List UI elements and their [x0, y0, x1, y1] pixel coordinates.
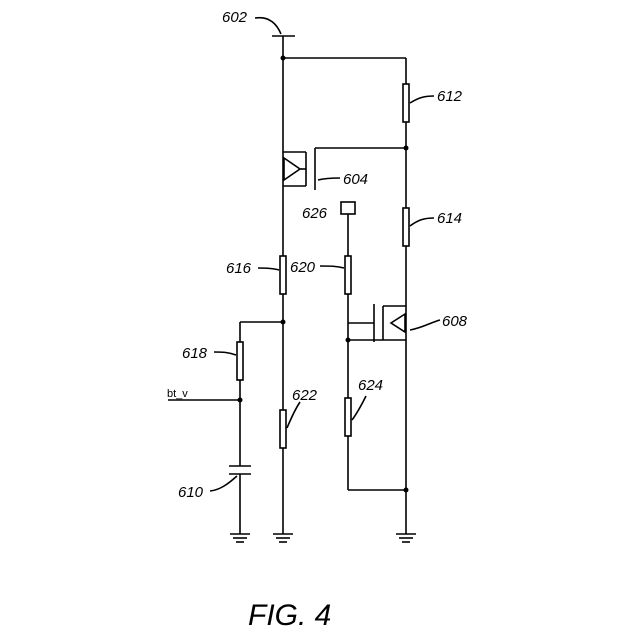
top-rail: [281, 56, 407, 153]
transistor-608: [348, 304, 440, 342]
ground-symbol-left: [230, 534, 250, 542]
resistor-624: [345, 396, 366, 490]
resistor-616: [258, 256, 286, 294]
supply-terminal: [255, 18, 295, 58]
label-604: 604: [343, 171, 368, 188]
label-610: 610: [178, 484, 204, 501]
label-602: 602: [222, 9, 248, 26]
label-622: 622: [292, 387, 318, 404]
label-bt-v: bt_v: [167, 388, 188, 400]
resistor-612: [403, 58, 434, 148]
figure-caption: FIG. 4: [248, 599, 331, 632]
label-618: 618: [182, 345, 208, 362]
capacitor-610: [210, 466, 251, 534]
ground-symbol-right: [396, 534, 416, 542]
label-612: 612: [437, 88, 463, 105]
resistor-618: [214, 342, 243, 400]
resistor-622: [280, 402, 300, 534]
label-614: 614: [437, 210, 462, 227]
node-left-mid: [240, 294, 286, 410]
label-620: 620: [290, 259, 316, 276]
label-616: 616: [226, 260, 252, 277]
ground-symbol-mid: [273, 534, 293, 542]
label-608: 608: [442, 313, 468, 330]
resistor-614: [403, 148, 434, 306]
signal-input-line: [168, 398, 243, 467]
resistor-620: [320, 256, 351, 398]
bottom-right-node: [348, 340, 409, 534]
terminal-626: [341, 202, 355, 256]
transistor-604: [283, 152, 340, 186]
label-626: 626: [302, 205, 328, 222]
label-624: 624: [358, 377, 383, 394]
